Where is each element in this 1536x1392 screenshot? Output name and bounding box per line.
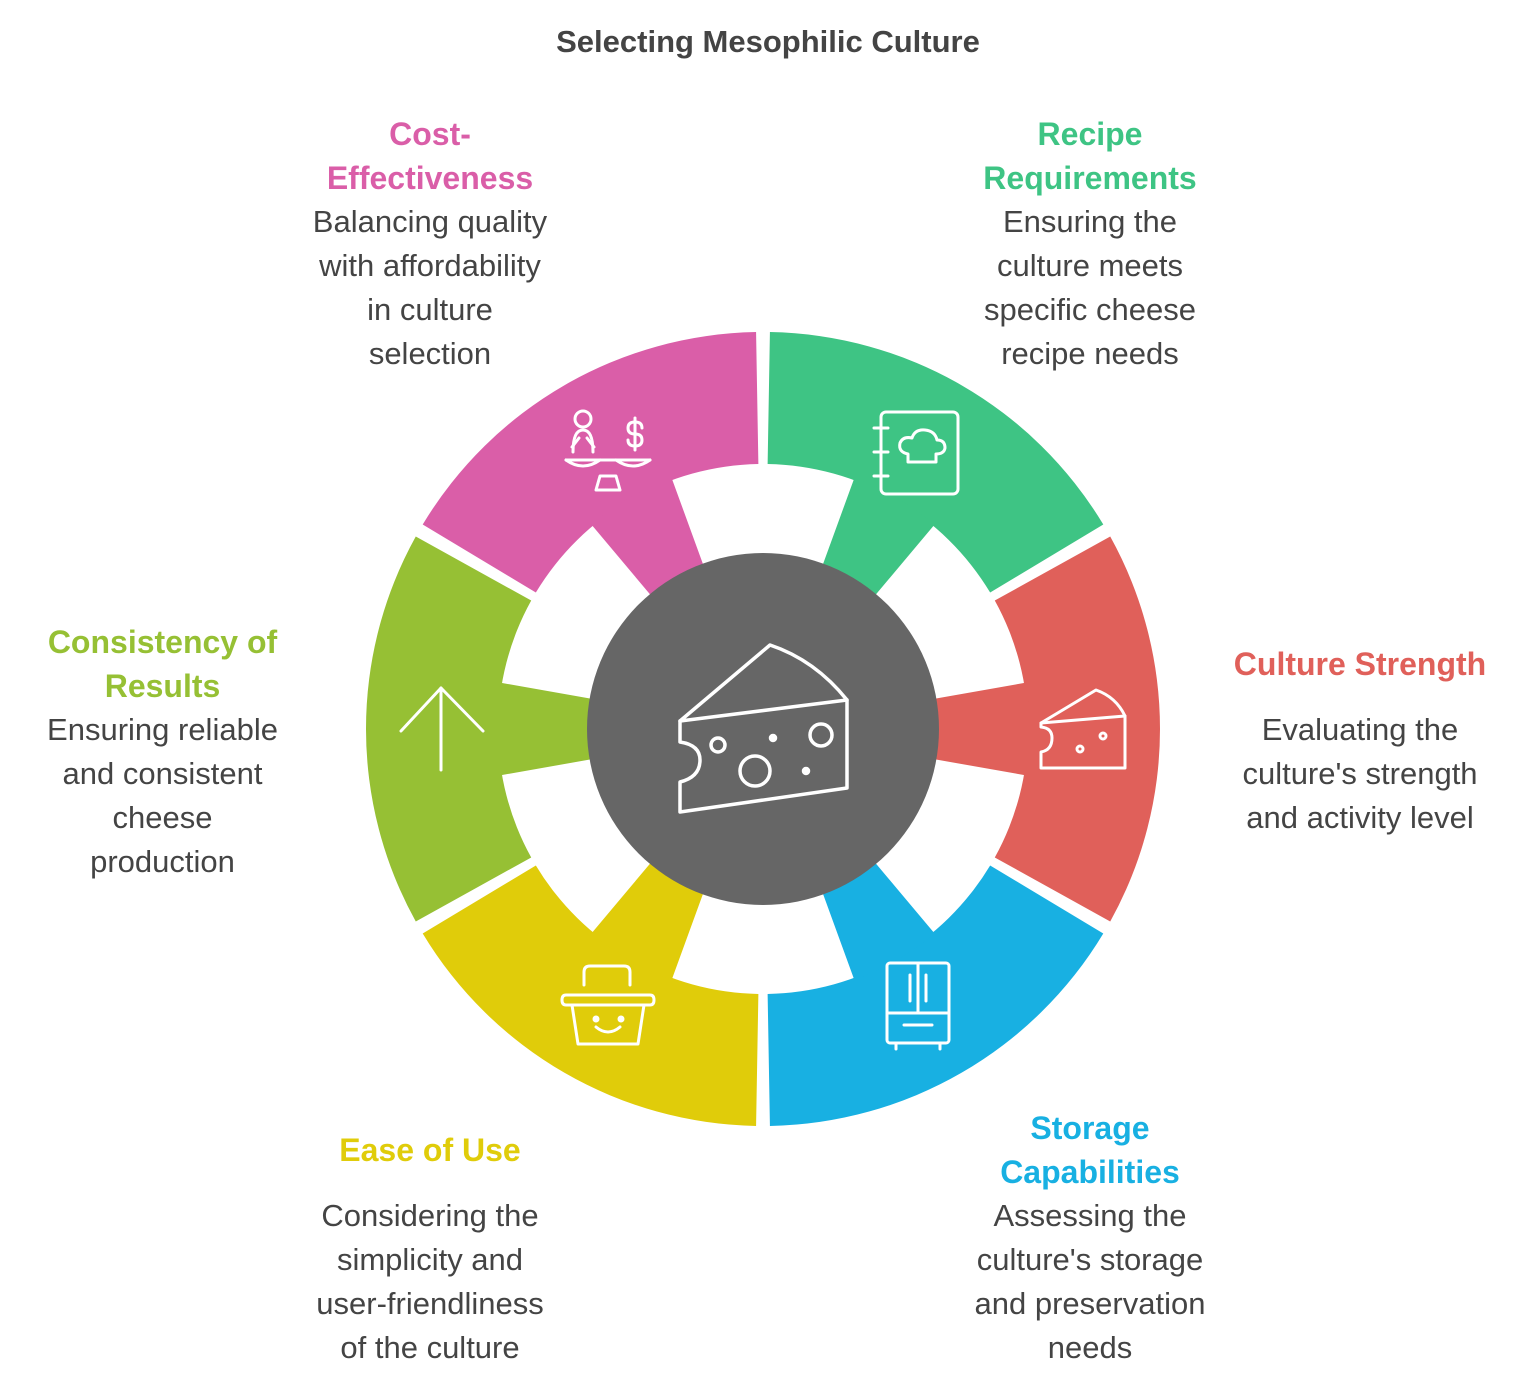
segment-ease — [422, 859, 759, 1126]
description-line: Evaluating the — [1261, 712, 1459, 747]
heading-consistency-of-results: Consistency of Results — [0, 620, 325, 708]
heading-recipe-requirements: Recipe Requirements — [910, 112, 1270, 200]
description-line: Ensuring the — [1002, 204, 1178, 239]
segment-connector-cost — [591, 478, 705, 599]
description-culture-strength: Evaluating the culture's strength and ac… — [1180, 708, 1536, 840]
segment-band-storage — [767, 865, 1104, 1126]
heading-line: Capabilities — [1000, 1154, 1180, 1190]
heading-ease-of-use: Ease of Use — [250, 1128, 610, 1172]
description-line: with affordability — [319, 248, 541, 283]
description-line: specific cheese — [984, 292, 1196, 327]
description-recipe-requirements: Ensuring the culture meets specific chee… — [910, 200, 1270, 376]
description-line: Ensuring reliable — [47, 712, 278, 747]
label-cost-effectiveness: Cost- Effectiveness Balancing quality wi… — [250, 112, 610, 376]
heading-line: Requirements — [983, 160, 1197, 196]
segment-cost — [422, 332, 759, 599]
cheese-wedge-icon — [678, 643, 849, 814]
heading-line: Ease of Use — [339, 1132, 521, 1168]
description-cost-effectiveness: Balancing quality with affordability in … — [250, 200, 610, 376]
diagram-title: Selecting Mesophilic Culture — [556, 24, 980, 59]
description-line: and activity level — [1246, 800, 1474, 835]
heading-line: Cost- — [389, 116, 471, 152]
description-line: culture meets — [996, 248, 1184, 283]
cheese-icon — [1039, 688, 1127, 770]
refrigerator-icon — [885, 961, 951, 1051]
description-ease-of-use: Considering the simplicity and user-frie… — [250, 1194, 610, 1370]
description-line: simplicity and — [336, 1242, 524, 1277]
description-line: culture's strength — [1242, 756, 1478, 791]
description-consistency-of-results: Ensuring reliable and consistent cheese … — [0, 708, 325, 884]
segment-band-consistency — [365, 536, 532, 922]
description-line: needs — [1047, 1330, 1133, 1365]
description-line: of the culture — [340, 1330, 520, 1365]
description-line: selection — [368, 336, 492, 371]
description-line: Considering the — [321, 1198, 539, 1233]
description-line: Assessing the — [993, 1198, 1187, 1233]
segment-band-cost — [422, 332, 759, 593]
balance-scale-dollar-icon — [564, 409, 652, 492]
arrow-up-icon — [399, 686, 485, 772]
label-consistency-of-results: Consistency of Results Ensuring reliable… — [0, 620, 325, 884]
heading-line: Storage — [1030, 1110, 1150, 1146]
heading-culture-strength: Culture Strength — [1180, 642, 1536, 686]
description-line: recipe needs — [1001, 336, 1179, 371]
label-recipe-requirements: Recipe Requirements Ensuring the culture… — [910, 112, 1270, 376]
heading-cost-effectiveness: Cost- Effectiveness — [250, 112, 610, 200]
segment-connector-recipe — [821, 478, 935, 599]
heading-line: Culture Strength — [1233, 646, 1487, 682]
heading-line: Results — [104, 668, 221, 704]
label-ease-of-use: Ease of Use Considering the simplicity a… — [250, 1128, 610, 1370]
description-storage-capabilities: Assessing the culture's storage and pres… — [910, 1194, 1270, 1370]
label-culture-strength: Culture Strength Evaluating the culture'… — [1180, 642, 1536, 840]
heading-line: Recipe — [1037, 116, 1143, 152]
segment-consistency — [365, 536, 596, 922]
segment-connector-storage — [821, 859, 935, 980]
description-line: Balancing quality — [312, 204, 548, 239]
segment-connector-strength — [930, 682, 1030, 776]
heading-storage-capabilities: Storage Capabilities — [910, 1106, 1270, 1194]
segment-connector-consistency — [495, 682, 596, 776]
description-line: and consistent — [62, 756, 263, 791]
segment-strength — [930, 536, 1160, 922]
heading-line: Consistency of — [47, 624, 278, 660]
segment-band-strength — [994, 536, 1160, 922]
description-line: cheese — [112, 800, 213, 835]
segment-connector-ease — [591, 859, 705, 980]
label-storage-capabilities: Storage Capabilities Assessing the cultu… — [910, 1106, 1270, 1370]
description-line: culture's storage — [976, 1242, 1204, 1277]
heading-line: Effectiveness — [326, 160, 534, 196]
center-circle — [587, 553, 939, 905]
recipe-book-icon — [872, 410, 960, 496]
description-line: user-friendliness — [316, 1286, 544, 1321]
description-line: in culture — [367, 292, 493, 327]
description-line: production — [90, 844, 235, 879]
segment-storage — [767, 859, 1104, 1126]
description-line: and preservation — [974, 1286, 1206, 1321]
smiling-basket-icon — [560, 964, 656, 1046]
